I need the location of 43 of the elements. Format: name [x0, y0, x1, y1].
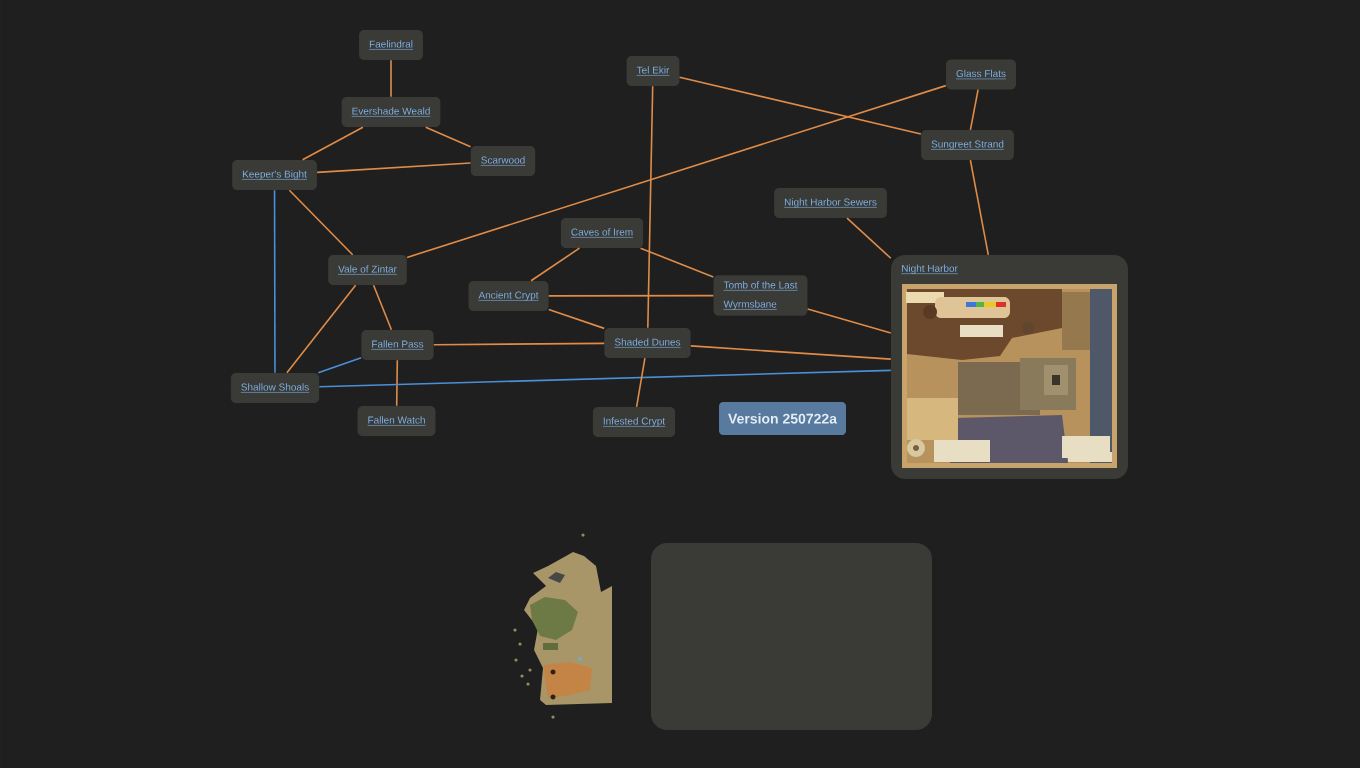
connector-line [690, 345, 892, 360]
connector-line [316, 162, 472, 174]
connector-line [273, 189, 276, 374]
connector-line [406, 84, 947, 259]
location-box: Faelindral [359, 30, 423, 60]
location-box: Keeper's Bight [232, 160, 317, 190]
location-box: Evershade Weald [341, 97, 441, 127]
connector-line [424, 126, 472, 148]
connector-line [639, 247, 715, 278]
connector-line [647, 85, 654, 329]
connector-line [286, 284, 357, 374]
connector-line [678, 76, 922, 135]
location-box: Sungreet Strand [921, 130, 1014, 160]
location-box: Scarwood [470, 146, 536, 176]
version-badge: Version 250722a [719, 402, 846, 435]
location-box: Shallow Shoals [230, 373, 320, 403]
connector-line [288, 189, 354, 256]
location-box: Vale of Zintar [328, 255, 407, 285]
location-box: Ancient Crypt [468, 281, 549, 311]
location-box: Glass Flats [946, 59, 1016, 90]
location-box: Fallen Watch [357, 406, 436, 436]
connector-line [846, 217, 892, 260]
connector-line [301, 126, 364, 161]
connector-line [547, 308, 606, 330]
connector-line [547, 294, 715, 297]
connector-line [530, 247, 581, 282]
connector-line [390, 59, 392, 98]
connector-line [395, 359, 399, 407]
location-box: Shaded Dunes [604, 328, 691, 358]
connector-line [372, 284, 393, 331]
connector-line [433, 342, 606, 346]
location-box: Night Harbor Sewers [774, 188, 887, 218]
connector-line [635, 357, 646, 408]
connector-line [318, 369, 892, 388]
location-box: Fallen Pass [361, 330, 434, 360]
connector-line [969, 159, 990, 256]
empty-panel [651, 543, 932, 730]
connector-line [317, 356, 362, 374]
connector-line [806, 308, 892, 334]
connector-line [969, 88, 979, 131]
location-box: Caves of Irem [560, 218, 644, 248]
location-box: Infested Crypt [592, 407, 676, 437]
location-box: Tomb of the Last Wyrmsbane [713, 275, 808, 316]
